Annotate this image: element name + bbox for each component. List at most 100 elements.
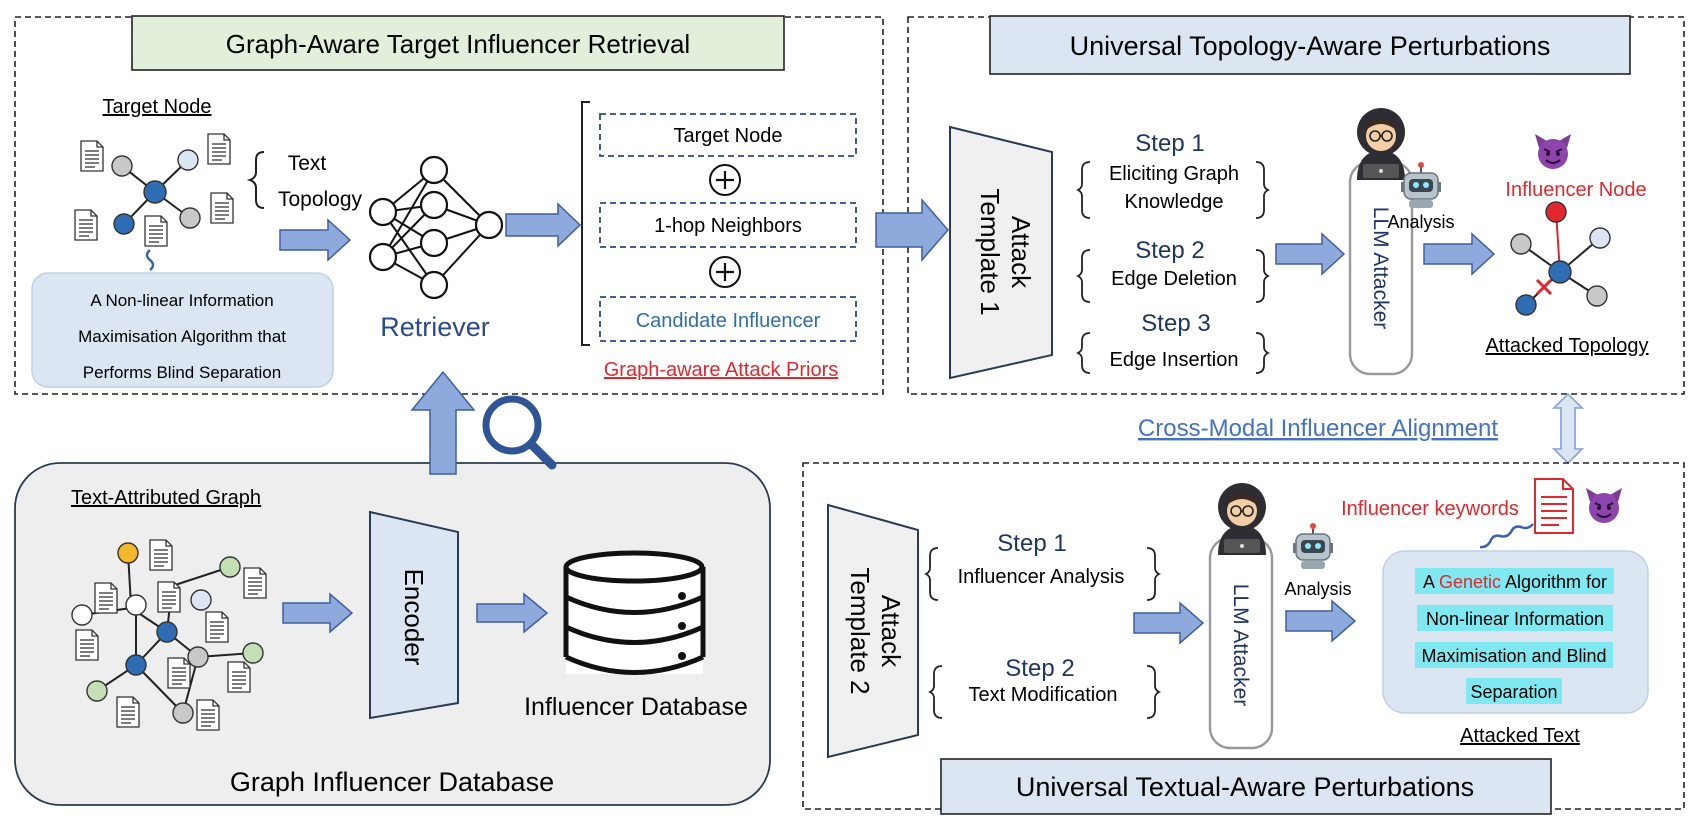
hacker-icon [1217,482,1267,556]
arrow-to-encoder [282,592,354,634]
textual-title-box [940,758,1552,815]
influencer-db-label: Influencer Database [524,693,748,721]
textual-step-1-line-1: Influencer Analysis [958,566,1125,588]
brace-right [1146,665,1162,719]
llm-attacker-1-label: LLM Attacker [1369,207,1392,330]
arrow-to-llm-2 [1133,601,1205,645]
textual-title: Universal Textual-Aware Perturbations [1016,772,1474,802]
topology-step-2: Step 2 [1135,237,1204,264]
retrieval-title-box [131,15,785,71]
arrow-to-llm-1 [1275,232,1346,276]
attacked-text-line-1: A Genetic Algorithm for [1423,572,1607,592]
attacked-text-line-4: Separation [1470,682,1557,702]
influencer-node-label: Influencer Node [1505,179,1646,201]
prior-box-target-node [599,113,857,157]
encoder-block [369,510,459,720]
arrow-to-priors [505,202,582,248]
textual-step-2: Step 2 [1005,655,1074,682]
doc-icon [207,133,231,165]
arrow-up-to-retrieval [410,370,476,475]
attacked-text-line-3: Maximisation and Blind [1421,646,1606,666]
textual-step-1: Step 1 [997,530,1066,557]
doc-icon [157,581,181,613]
doc-icon [149,539,173,571]
template-2-line-2: Template 2 [845,567,875,694]
attacked-text-prefix: A [1423,572,1439,592]
topology-step-3-line-1: Edge Insertion [1110,349,1239,371]
plus-icon [709,256,741,288]
doc-icon [205,611,229,643]
doc-icon [243,567,267,599]
priors-caption: Graph-aware Attack Priors [604,359,839,381]
doc-icon [144,215,168,247]
attack-template-2 [827,503,919,759]
topology-step-1-line-2: Knowledge [1125,191,1224,213]
prior-neighbors: 1-hop Neighbors [654,215,802,237]
arrow-to-retriever [279,218,352,262]
tag-label: Text-Attributed Graph [71,487,261,509]
alignment-double-arrow [1551,392,1585,465]
database-icon [563,550,706,675]
text-attributed-graph [71,542,264,724]
paper-title-line-3: Performs Blind Separation [83,363,281,382]
doc-icon [210,192,234,224]
text-label: Text [288,152,327,175]
priors-bracket [581,101,590,346]
topology-panel [907,16,1685,395]
attacked-text-keyword: Genetic [1439,572,1501,592]
doc-icon [227,661,251,693]
attacked-topology-caption: Attacked Topology [1485,335,1648,357]
topology-title-box [989,15,1631,75]
topology-title: Universal Topology-Aware Perturbations [1070,31,1551,61]
template-1-line-1: Attack [1006,216,1036,289]
highlight-bar [1466,678,1562,704]
brace-right [1146,547,1162,601]
brace-left [923,547,939,601]
brace-right [1255,161,1271,219]
brace-right [1255,332,1271,374]
arrow-to-attacked-text [1285,599,1357,643]
brace-left [1075,332,1091,374]
brace-right [1255,249,1271,303]
prior-candidate: Candidate Influencer [636,310,821,332]
devil-icon [1585,487,1623,524]
prior-box-candidate [599,296,857,342]
robot-icon [1292,522,1334,570]
red-document-icon [1534,478,1574,534]
prior-box-neighbors [599,202,857,248]
doc-icon [116,696,140,728]
encoder-label: Encoder [399,569,429,666]
brace-left [1075,249,1091,303]
highlight-bar [1417,605,1613,631]
topology-analysis-label: Analysis [1387,212,1454,232]
plus-icon [709,164,741,196]
attacked-text-line-2: Non-linear Information [1426,609,1604,629]
squiggle-connector [145,249,155,271]
template-1-line-2: Template 1 [975,188,1005,315]
arrow-to-attacked-topology [1423,232,1496,276]
devil-icon [1534,133,1572,170]
retrieval-title: Graph-Aware Target Influencer Retrieval [226,29,690,59]
retriever-network-icon [368,155,504,300]
attacked-topology-graph [1510,201,1611,316]
hacker-icon [1356,107,1406,181]
highlight-bar [1415,642,1613,668]
topology-step-1: Step 1 [1135,130,1204,157]
text-brace [246,151,265,209]
attacked-text-caption: Attacked Text [1460,725,1580,747]
doc-icon [167,657,191,689]
textual-step-2-line-1: Text Modification [969,684,1118,706]
template-2-line-1: Attack [876,595,906,668]
squiggle-connector [1479,523,1534,549]
target-node-label: Target Node [103,96,212,118]
brace-left [1075,161,1091,219]
attack-template-1 [949,125,1053,380]
doc-icon [196,699,220,731]
doc-icon [94,582,118,614]
paper-title-line-1: A Non-linear Information [90,291,273,310]
textual-panel [802,462,1685,810]
topology-label: Topology [278,188,363,211]
target-node-graph [111,149,201,235]
arrow-to-database [476,592,549,634]
paper-title-line-2: Maximisation Algorithm that [78,327,286,346]
